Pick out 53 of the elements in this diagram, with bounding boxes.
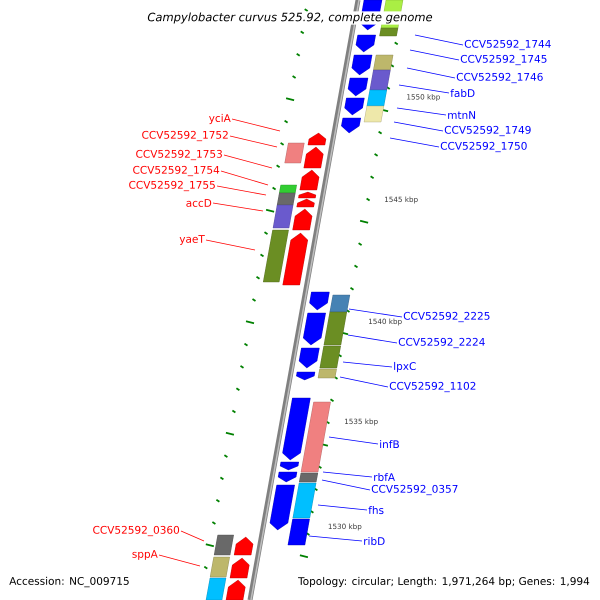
gene-label: mtnN	[448, 111, 476, 119]
gene-label: CCV52592_1745	[460, 54, 546, 66]
leader-line	[390, 138, 440, 148]
leader-line	[406, 68, 456, 78]
leader-line	[206, 240, 256, 250]
gene-label: CCV52592_1754	[133, 166, 220, 176]
leader-line	[232, 118, 280, 132]
genome-info-label: Topology: circular; Length: 1,971,264 bp; Genes: 1,994	[297, 576, 591, 588]
gene-label: CCV52592_2224	[398, 338, 485, 348]
gene-label: CCV52592_1752	[142, 130, 228, 142]
leader-line	[220, 170, 268, 186]
gene-label: fabD	[450, 88, 474, 98]
gene-label: yciA	[209, 114, 231, 124]
gene-label: yaeT	[180, 235, 205, 245]
gene-label: CCV52592_1746	[456, 72, 543, 84]
leader-line	[318, 504, 368, 510]
gene-label: CCV52592_0360	[93, 526, 180, 536]
gene-label: CCV52592_1749	[444, 126, 531, 136]
leader-line	[180, 530, 204, 542]
gene-label: CCV52592_0357	[372, 484, 458, 496]
title: Campylobacter curvus 525.92, complete genome	[146, 11, 434, 25]
leader-line	[348, 308, 402, 318]
leader-line	[348, 334, 398, 344]
gene-label: CCV52592_1744	[464, 40, 551, 50]
leader-line	[414, 34, 464, 46]
leader-line	[394, 122, 444, 132]
leader-line	[322, 480, 370, 490]
gene-label: CCV52592_1753	[136, 150, 222, 160]
gene-label: CCV52592_1102	[390, 382, 476, 392]
leader-line	[410, 50, 460, 60]
gene-label: CCV52592_2225	[404, 312, 490, 322]
gene-label: rbfA	[374, 472, 395, 482]
leader-line	[328, 436, 378, 444]
leader-line	[398, 84, 450, 94]
gene-label: infB	[380, 440, 399, 448]
leader-line	[396, 108, 446, 116]
gene-label: sppA	[132, 550, 158, 560]
leader-line	[230, 136, 278, 148]
gene-label: ribD	[364, 536, 385, 546]
gene-label: accD	[186, 199, 212, 207]
leader-line	[216, 186, 266, 196]
gene-label: lpxC	[394, 362, 416, 372]
leader-line	[158, 554, 200, 566]
leader-line	[224, 154, 272, 168]
leader-line	[308, 536, 362, 542]
leader-line	[322, 472, 372, 478]
leader-line	[212, 202, 264, 212]
gene-label: fhs	[368, 506, 384, 514]
accession-label: Accession: NC_009715	[8, 576, 131, 588]
leader-line	[340, 376, 388, 388]
gene-label: CCV52592_1750	[440, 142, 527, 152]
leader-line	[342, 362, 392, 368]
gene-label: CCV52592_1755	[129, 180, 215, 192]
